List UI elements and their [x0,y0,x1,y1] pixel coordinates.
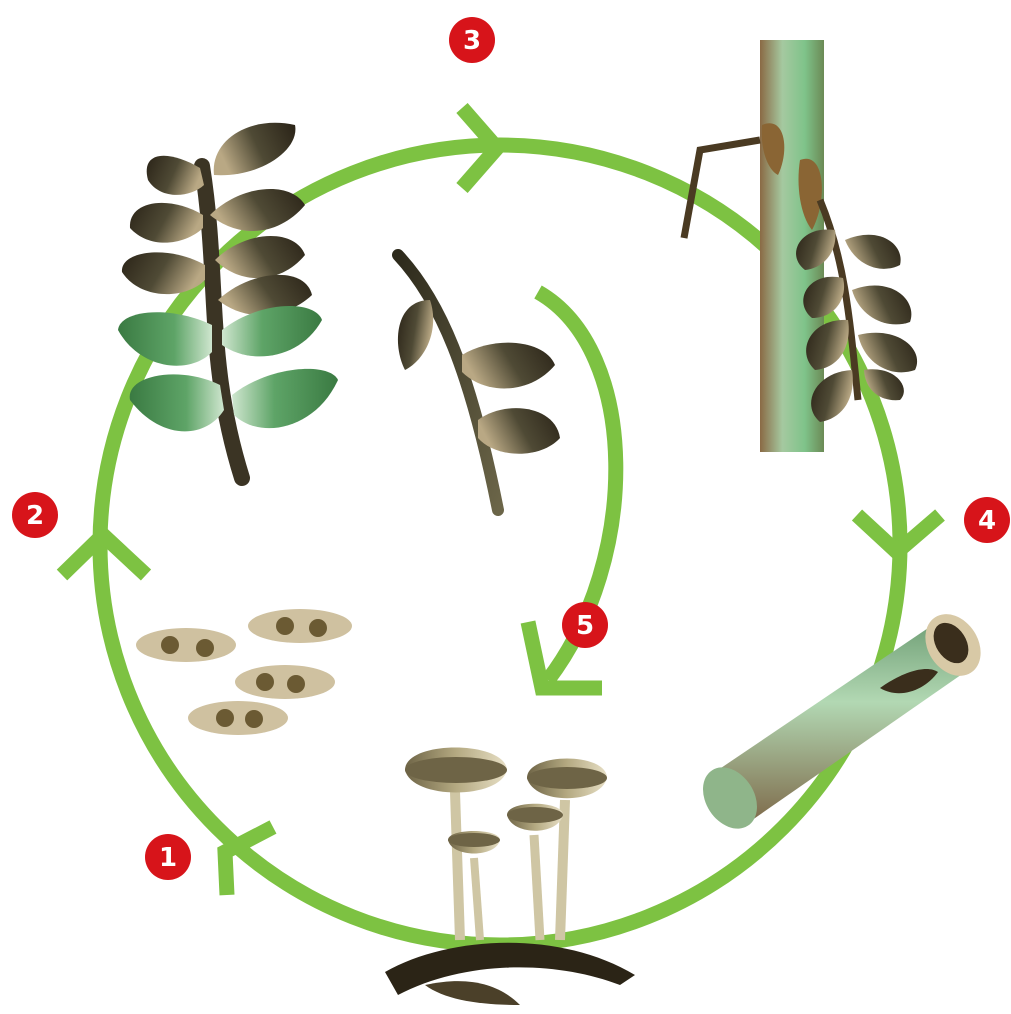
step-label-5: 5 [576,611,594,641]
infected-rachis-icon [398,255,560,510]
step-badge-3: 3 [449,17,495,63]
step-label-1: 1 [159,843,177,873]
step-label-3: 3 [463,26,481,56]
ascospores-icon [136,609,352,735]
step-badge-2: 2 [12,492,58,538]
spore-pair [188,701,288,735]
step-badge-1: 1 [145,834,191,880]
infected-leaf-branch-icon [118,123,338,478]
stem-section-icon [692,604,992,839]
step-label-4: 4 [978,506,996,536]
step-badge-5: 5 [562,602,608,648]
step-badge-4: 4 [964,497,1010,543]
spore-pair [248,609,352,643]
spore-pair [136,628,236,662]
spore-pair [235,665,335,699]
apothecia-icon [385,748,635,1006]
step-label-2: 2 [26,501,44,531]
infected-stem-icon [684,40,917,452]
